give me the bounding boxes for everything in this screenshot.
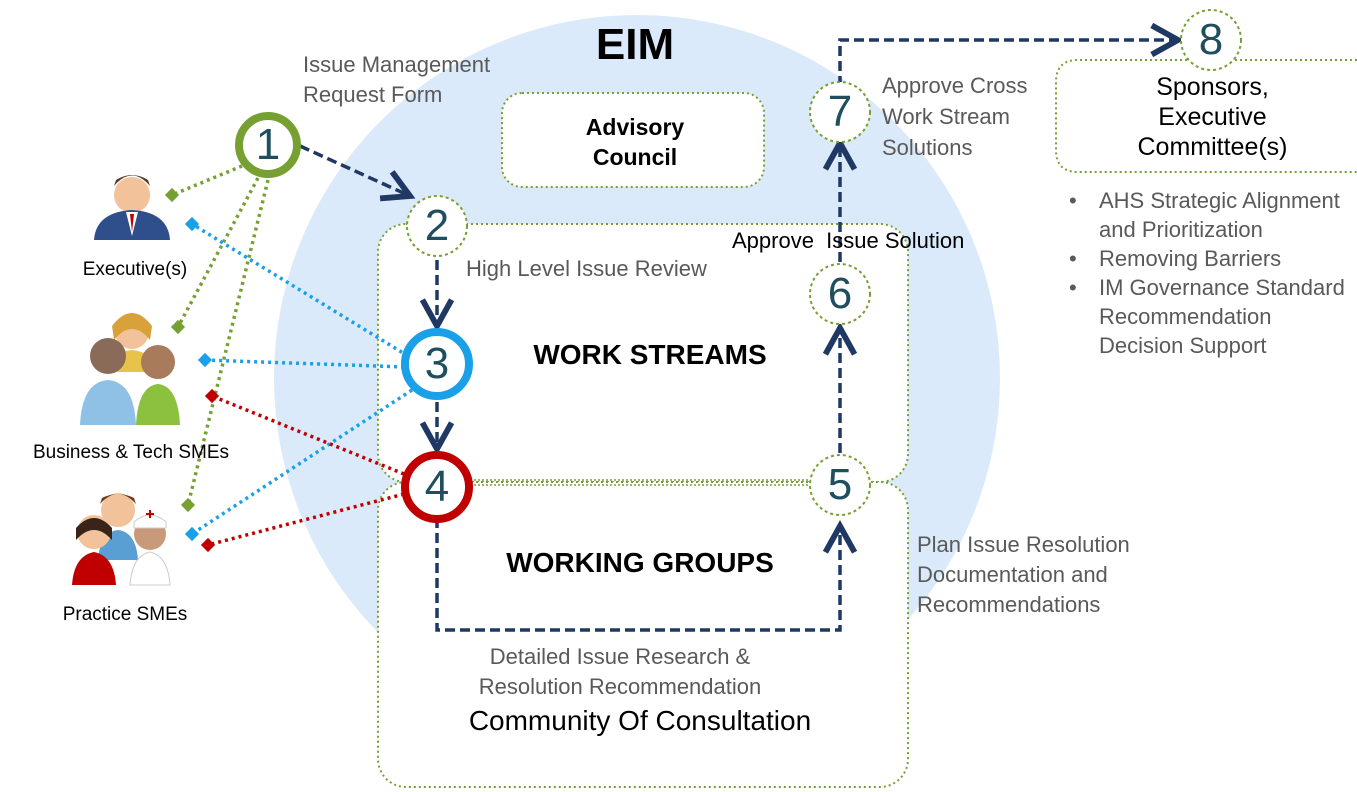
work-streams-label: WORK STREAMS — [533, 339, 767, 370]
working-groups-label: WORKING GROUPS — [506, 547, 774, 578]
working-groups-box — [377, 481, 909, 788]
eim-title: EIM — [595, 20, 675, 69]
sponsor-bullet-list: AHS Strategic Alignment and Prioritizati… — [1063, 186, 1353, 360]
step-5-circle — [809, 454, 871, 516]
practice-smes-icon — [72, 493, 171, 586]
step-7-circle — [809, 81, 871, 143]
step-8-number: 8 — [1198, 15, 1224, 64]
step-6-circle — [809, 263, 871, 325]
step-5-label: Plan Issue Resolution Documentation and … — [917, 532, 1130, 617]
arrow-7-to-8 — [838, 40, 1178, 86]
step-6-label: Approve Issue Solution — [732, 228, 965, 253]
step-7-label: Approve Cross Work Stream Solutions — [882, 73, 1028, 160]
sponsor-bullet: IM Governance Standard Recommendation De… — [1063, 273, 1353, 360]
sponsor-bullet: Removing Barriers — [1063, 244, 1353, 273]
advisory-council-box — [501, 92, 765, 188]
executive-icon — [94, 175, 170, 240]
step-2-number: 2 — [424, 201, 450, 250]
executives-label: Executive(s) — [82, 259, 188, 280]
step-1-number: 1 — [255, 120, 281, 169]
community-label: Community Of Consultation — [468, 705, 812, 736]
arrow-1-to-2 — [299, 144, 410, 196]
advisory-council-label: Advisory Council — [585, 114, 685, 170]
step-4-number: 4 — [424, 462, 450, 511]
step-2-circle — [406, 195, 468, 257]
step-1-label: Issue Management Request Form — [303, 52, 491, 107]
step-3-circle — [401, 328, 473, 400]
step-4-circle — [401, 451, 473, 523]
step-2-label: High Level Issue Review — [466, 256, 707, 281]
step-6-number: 6 — [827, 269, 853, 318]
step-5-number: 5 — [827, 460, 853, 509]
step-3-number: 3 — [424, 339, 450, 388]
step-1-circle — [235, 112, 301, 178]
sponsors-box — [1055, 59, 1357, 173]
step-8-circle — [1180, 9, 1242, 71]
step-7-number: 7 — [827, 87, 853, 136]
business-tech-smes-label: Business & Tech SMEs — [32, 442, 230, 463]
detailed-research-label: Detailed Issue Research & Resolution Rec… — [478, 644, 762, 699]
sponsor-bullet: AHS Strategic Alignment and Prioritizati… — [1063, 186, 1353, 244]
business-tech-smes-icon — [80, 313, 180, 425]
sponsors-label: Sponsors, Executive Committee(s) — [1137, 73, 1288, 161]
practice-smes-label: Practice SMEs — [62, 604, 188, 625]
